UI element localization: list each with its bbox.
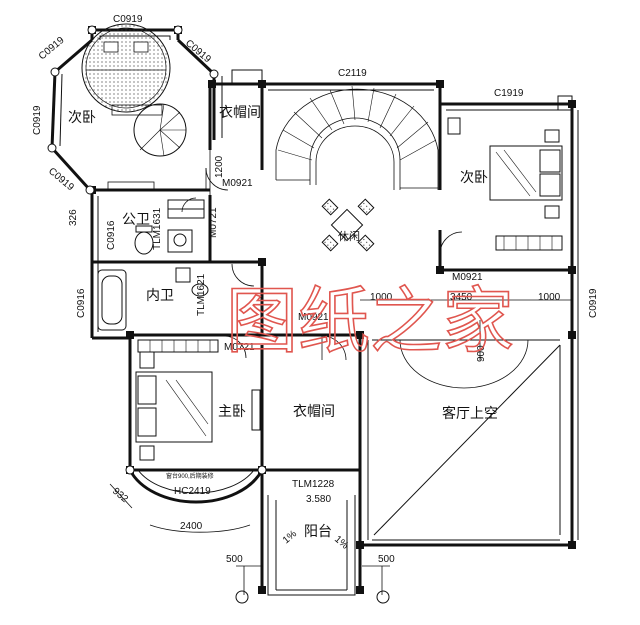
label-hc2419: HC2419 [174, 486, 211, 497]
room-label-living-void: 客厅上空 [442, 405, 498, 421]
label-m0921-mid: M0921 [298, 312, 329, 323]
room-label-inner-bath: 内卫 [146, 287, 174, 303]
door-swings [181, 167, 529, 389]
dim-326: 326 [68, 209, 79, 226]
label-m0721-b: M0721 [224, 342, 255, 353]
label-c0919-top: C0919 [113, 14, 143, 25]
staircase [275, 85, 439, 190]
dim-500-right: 500 [378, 554, 395, 565]
dim-1200: 1200 [214, 155, 225, 178]
label-c0916-bath: C0916 [106, 220, 117, 250]
label-c0919-tl: C0919 [37, 35, 67, 63]
label-window-note: 窗台900,后期装修 [166, 472, 214, 480]
label-tlm1631: TLM1631 [152, 207, 163, 250]
dim-500-left: 500 [226, 554, 243, 565]
right-bedroom-furniture [447, 117, 563, 251]
room-label-leisure: 休闲 [338, 229, 360, 243]
room-label-secondary-bedroom-left: 次卧 [68, 109, 96, 125]
leisure-table [321, 198, 375, 252]
dim-1000-left: 1000 [370, 292, 393, 303]
room-label-cloakroom-top: 衣帽间 [219, 104, 261, 120]
dim-slope-right: 1% [332, 534, 350, 552]
label-c0919-tr: C0919 [183, 38, 213, 66]
room-labels: 次卧 衣帽间 公卫 内卫 主卧 衣帽间 客厅上空 次卧 阳台 休闲 [68, 104, 498, 539]
dimension-lines [109, 140, 572, 595]
label-m0921-left: M0921 [222, 178, 253, 189]
label-tlm1228: TLM1228 [292, 479, 335, 490]
label-c2119: C2119 [338, 68, 367, 79]
room-label-master-bedroom: 主卧 [218, 403, 246, 419]
watermark-text: 图纸之家 [226, 279, 514, 363]
label-tlm1621: TLM1621 [196, 273, 207, 316]
dim-900: 900 [476, 345, 487, 362]
tower-detail [81, 23, 187, 191]
room-label-cloakroom-middle: 衣帽间 [293, 403, 335, 419]
label-m0921-right: M0921 [452, 272, 483, 283]
corner-markers [47, 25, 390, 604]
room-label-balcony: 阳台 [304, 523, 332, 539]
dim-3450: 3450 [450, 292, 473, 303]
label-c1919: C1919 [494, 88, 524, 99]
bath-fixtures [97, 199, 209, 331]
dim-1000-right: 1000 [538, 292, 561, 303]
room-label-secondary-bedroom-right: 次卧 [460, 169, 488, 185]
label-c0919-right: C0919 [588, 288, 599, 318]
label-m0721-a: M0721 [208, 207, 219, 238]
room-label-public-bath: 公卫 [122, 211, 150, 227]
label-c0919-left: C0919 [32, 105, 43, 135]
dim-slope-left: 1% [281, 529, 299, 547]
label-c0916-left: C0916 [76, 288, 87, 318]
master-bedroom-furniture [128, 339, 264, 504]
label-elevation: 3.580 [306, 494, 331, 505]
dim-2400: 2400 [180, 521, 203, 532]
